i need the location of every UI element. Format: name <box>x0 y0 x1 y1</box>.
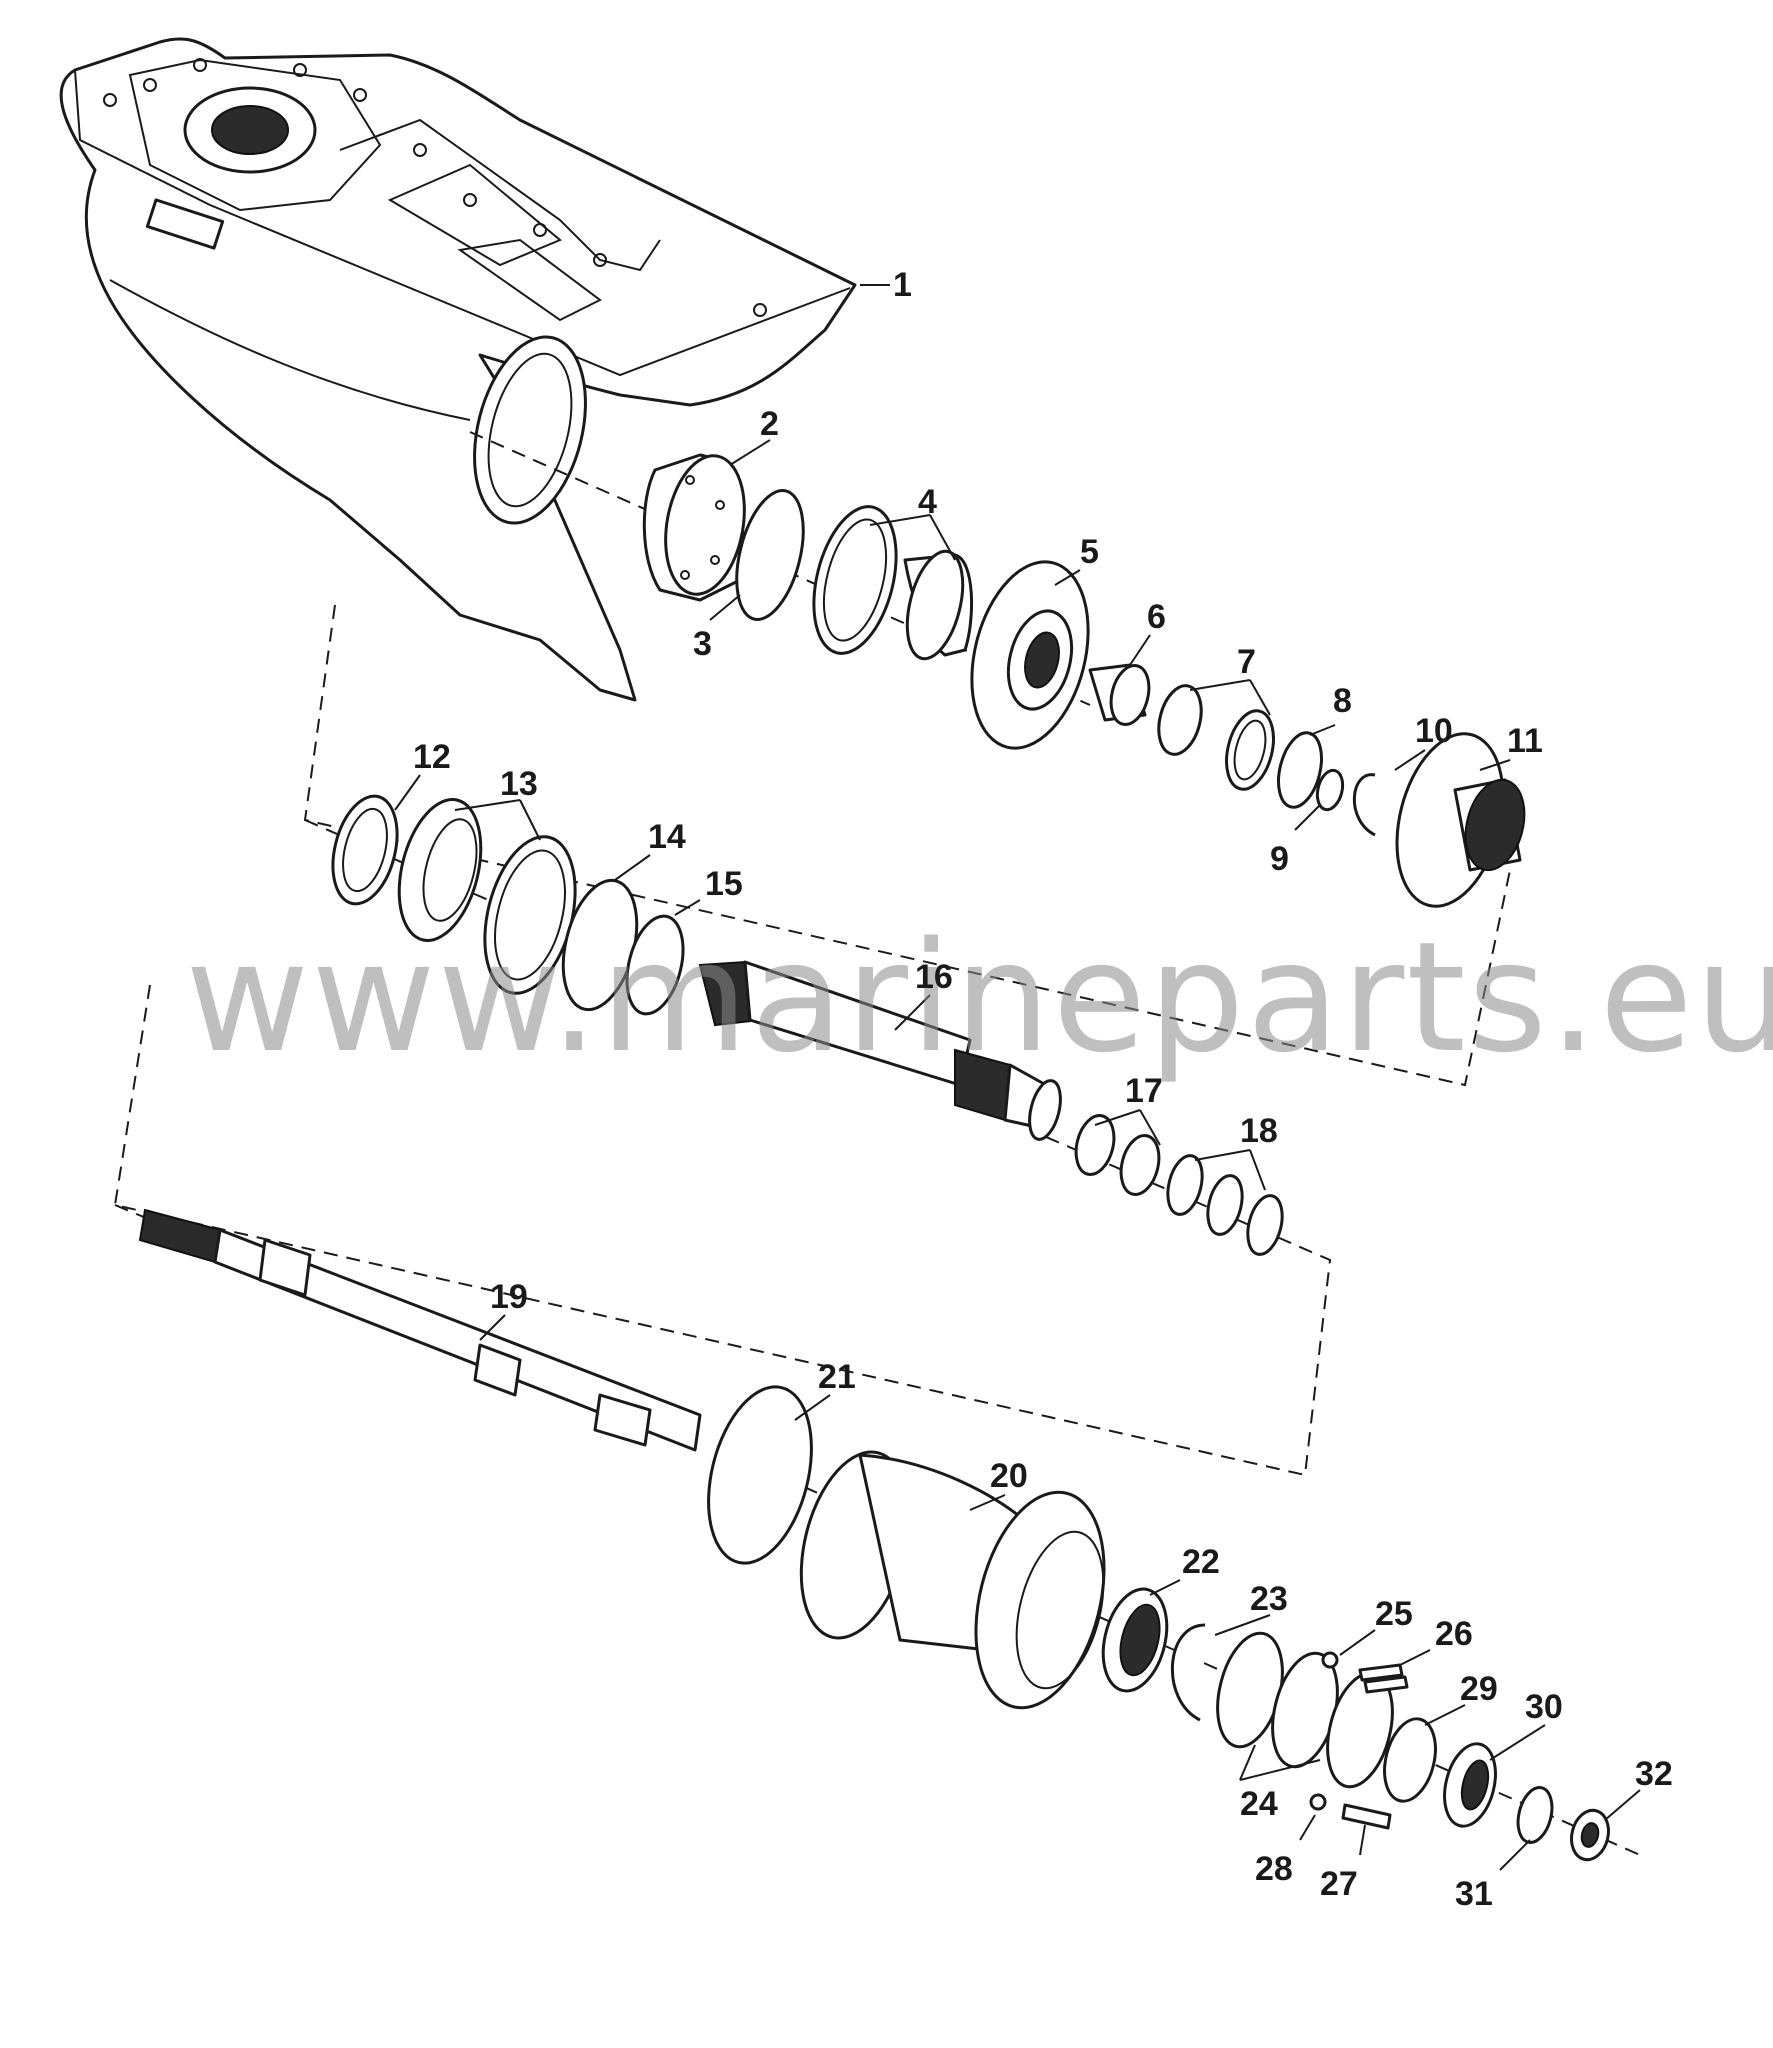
callout-30: 30 <box>1525 1688 1563 1726</box>
part-27-bolt <box>1341 1803 1392 1830</box>
part-7-bearing <box>1157 684 1275 791</box>
callout-13: 13 <box>500 765 538 803</box>
part-6-sleeve <box>1088 663 1151 726</box>
callout-24: 24 <box>1240 1785 1278 1823</box>
part-11-retainer <box>1395 732 1526 908</box>
callout-22: 22 <box>1182 1543 1220 1581</box>
callout-10: 10 <box>1415 712 1453 750</box>
callout-5: 5 <box>1080 533 1099 571</box>
part-5-carrier <box>970 560 1090 750</box>
part-22-bearing <box>1101 1587 1169 1693</box>
callout-19: 19 <box>490 1278 528 1316</box>
part-16-shaft <box>698 960 1062 1141</box>
part-2-cup <box>642 453 746 602</box>
part-17-bearing <box>1074 1114 1161 1196</box>
part-13-bearing <box>397 798 577 995</box>
part-20-carrier <box>799 1450 1106 1710</box>
watermark-text: www.marineparts.eu <box>185 909 1773 1086</box>
part-12-tab-washer <box>331 794 399 906</box>
leader-lines <box>394 284 1641 1871</box>
part-25-washer <box>1321 1651 1339 1669</box>
gear-housing <box>59 37 857 702</box>
callout-14: 14 <box>648 818 686 856</box>
part-31-spacer <box>1516 1786 1554 1844</box>
callout-16: 16 <box>915 958 953 996</box>
callout-20: 20 <box>990 1457 1028 1495</box>
part-3-o-ring <box>735 489 805 621</box>
callout-17: 17 <box>1125 1072 1163 1110</box>
part-28-washer <box>1309 1793 1327 1811</box>
part-29-washer <box>1383 1717 1437 1803</box>
callout-21: 21 <box>818 1358 856 1396</box>
callout-9: 9 <box>1270 840 1289 878</box>
part-23-snap-ring <box>1170 1623 1206 1722</box>
callout-31: 31 <box>1455 1875 1493 1913</box>
part-9-washer <box>1315 768 1345 812</box>
callout-18: 18 <box>1240 1112 1278 1150</box>
callout-26: 26 <box>1435 1615 1473 1653</box>
assembly-lines <box>113 431 1641 1856</box>
part-18-seals <box>1166 1154 1284 1256</box>
part-10-snap-ring <box>1352 773 1376 837</box>
callout-23: 23 <box>1250 1580 1288 1618</box>
callout-1: 1 <box>893 266 912 304</box>
callout-15: 15 <box>705 865 743 903</box>
callout-28: 28 <box>1255 1850 1293 1888</box>
callout-4: 4 <box>918 483 937 521</box>
part-30-thrust-hub <box>1443 1742 1497 1828</box>
callout-7: 7 <box>1237 643 1256 681</box>
callout-2: 2 <box>760 405 779 443</box>
part-8-o-ring <box>1277 731 1323 809</box>
part-26-bolts <box>1358 1663 1409 1694</box>
part-21-o-ring <box>707 1385 813 1565</box>
part-32-nut <box>1570 1808 1610 1862</box>
callout-3: 3 <box>693 625 712 663</box>
part-4-bearing <box>812 505 973 661</box>
part-19-prop-shaft <box>138 1208 702 1452</box>
callout-labels: 1 2 3 4 5 6 7 8 9 10 11 12 13 14 15 16 1… <box>413 266 1673 1913</box>
callout-27: 27 <box>1320 1865 1358 1903</box>
callout-6: 6 <box>1147 598 1166 636</box>
callout-29: 29 <box>1460 1670 1498 1708</box>
callout-8: 8 <box>1333 682 1352 720</box>
callout-32: 32 <box>1635 1755 1673 1793</box>
callout-11: 11 <box>1507 722 1543 760</box>
callout-25: 25 <box>1375 1595 1413 1633</box>
part-24-seals <box>1216 1631 1394 1789</box>
part-15-washer <box>625 914 685 1016</box>
callout-12: 12 <box>413 738 451 776</box>
